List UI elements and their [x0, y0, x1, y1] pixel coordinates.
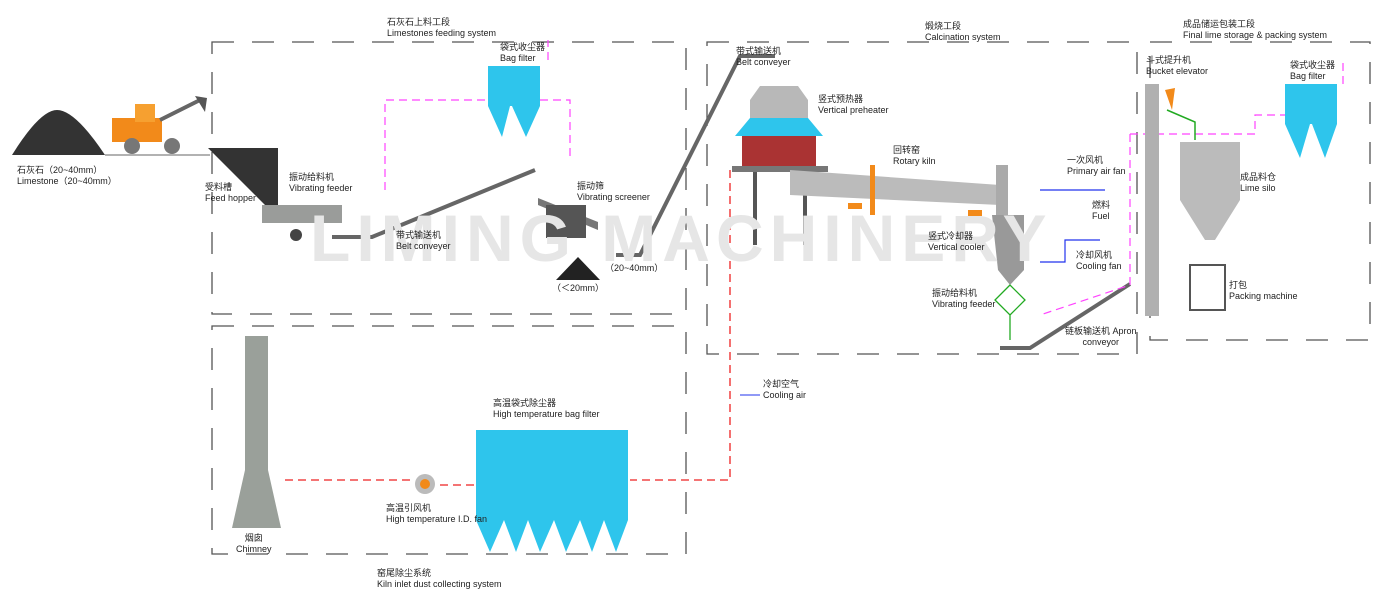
- vertical-cooler: [992, 165, 1024, 285]
- calcination-section-box: [706, 41, 1138, 355]
- limestone-pile: [12, 110, 105, 155]
- bag-filter-1: [488, 66, 540, 137]
- bag-filter-2: [1285, 84, 1337, 158]
- dust-section-box: [211, 325, 687, 555]
- wheel-loader: [112, 96, 207, 154]
- rotary-kiln: [790, 170, 1000, 205]
- packing-machine: [1189, 264, 1226, 311]
- vibrating-screener: [538, 198, 598, 238]
- label-limestone: 石灰石（20~40mm）Limestone（20~40mm）: [17, 165, 117, 186]
- vibrating-feeder-1: [262, 205, 342, 223]
- vertical-preheater: [732, 86, 828, 245]
- lime-silo: [1180, 142, 1240, 240]
- conveyers: [332, 54, 1132, 350]
- vibrating-feeder-2: [994, 284, 1026, 340]
- watermark: LIMING MACHINERY: [310, 201, 1053, 275]
- fines-pile: [556, 257, 600, 280]
- feeding-section-box: [211, 41, 687, 315]
- feed-hopper: [208, 148, 278, 205]
- label-fines: （＜20mm）: [552, 283, 605, 293]
- bucket-elevator: [1145, 84, 1159, 316]
- label-product: （20~40mm）: [605, 263, 664, 273]
- chimney: [232, 336, 281, 528]
- high-temperature-bag-filter: [476, 430, 628, 552]
